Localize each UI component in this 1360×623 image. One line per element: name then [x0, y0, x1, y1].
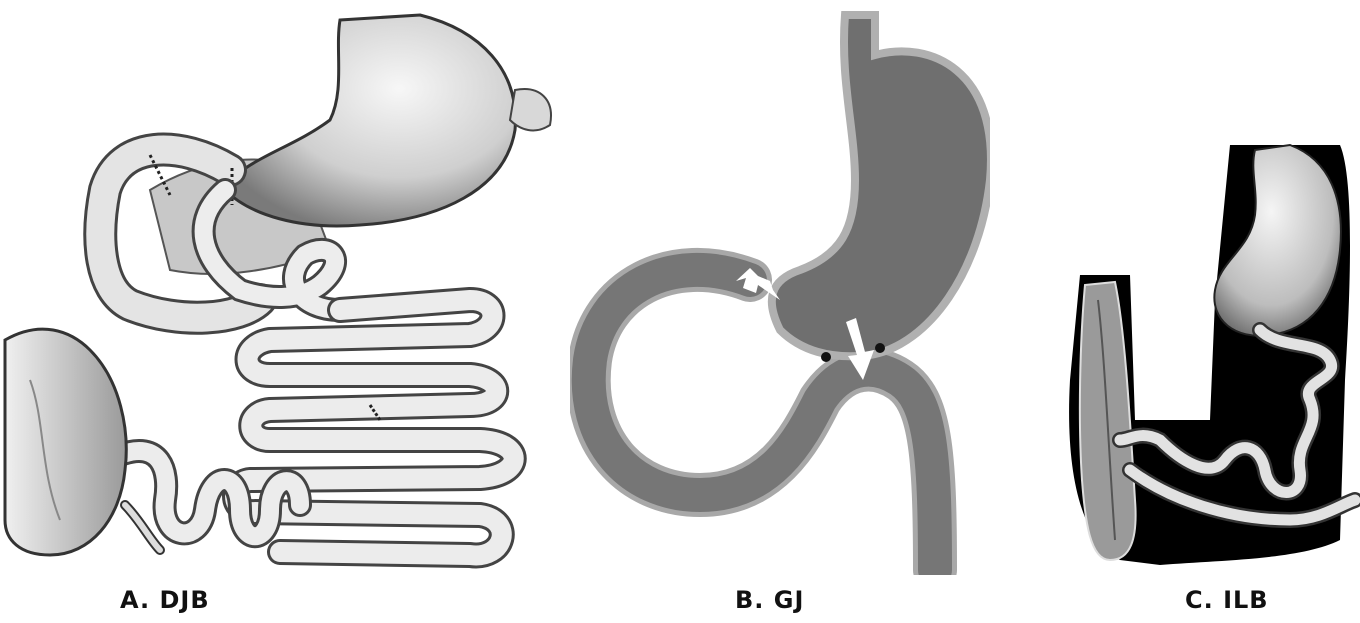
panel-c-ilb-illustration [1060, 0, 1360, 575]
suture-dot-left [821, 352, 831, 362]
caption-panel-a: A. DJB [120, 586, 210, 614]
suture-dot-right [875, 343, 885, 353]
panel-b-gj-illustration [570, 0, 990, 575]
stomach [225, 15, 515, 226]
omentum-fragment [510, 89, 551, 130]
panel-a-djb-illustration [0, 0, 560, 575]
panel-c-drawing [1060, 0, 1360, 575]
caption-panel-b: B. GJ [735, 586, 804, 614]
caption-panel-c: C. ILB [1185, 586, 1269, 614]
panel-b-drawing [570, 0, 990, 575]
panel-a-drawing [0, 0, 560, 575]
stomach-schematic [772, 15, 990, 356]
colon [5, 329, 126, 555]
